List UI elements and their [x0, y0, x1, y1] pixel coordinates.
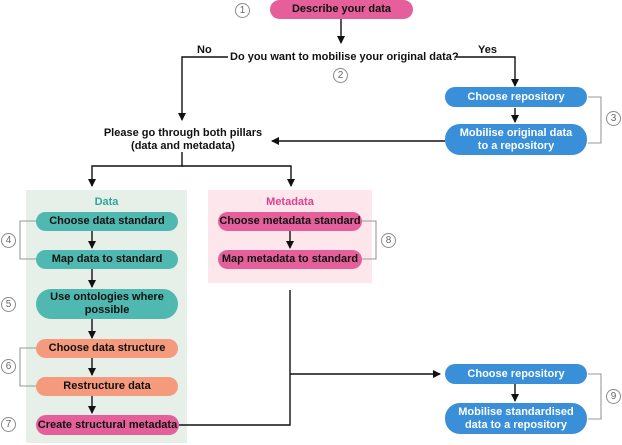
map-metadata-to-standard-node[interactable]: Map metadata to standard	[218, 250, 362, 269]
step-8-marker: 8	[381, 233, 396, 248]
connector-pillars-split-right	[182, 165, 295, 187]
use-ontologies-line-2: possible	[84, 304, 130, 316]
arrow-no-branch	[178, 56, 228, 121]
step-4-marker: 4	[1, 233, 16, 248]
both-pillars-line-2: (data and metadata)	[131, 140, 235, 152]
choose-metadata-standard-node[interactable]: Choose metadata standard	[218, 212, 362, 231]
use-ontologies-line-1: Use ontologies where	[50, 291, 164, 303]
describe-data-node[interactable]: Describe your data	[270, 0, 413, 19]
metadata-pillar-title: Metadata	[266, 196, 314, 208]
mobilise-standardised-line-2: data to a repository	[464, 418, 568, 431]
step-2-marker: 2	[333, 68, 348, 83]
step-5-marker: 5	[1, 297, 16, 312]
data-pillar-title: Data	[94, 196, 119, 208]
restructure-data-node[interactable]: Restructure data	[36, 377, 178, 396]
connector-structural-to-merge	[179, 290, 291, 426]
mobilise-standardised-line-1: Mobilise standardised	[458, 405, 574, 418]
both-pillars-instruction: Please go through both pillars (data and…	[97, 127, 269, 153]
bracket-step-8	[362, 220, 377, 260]
choose-data-structure-node[interactable]: Choose data structure	[36, 339, 178, 358]
step-1-marker: 1	[235, 3, 250, 18]
no-label: No	[197, 44, 212, 56]
mobilise-original-line-2: to a repository	[477, 139, 555, 152]
step-9-marker: 9	[606, 389, 621, 404]
step-7-marker: 7	[1, 417, 16, 432]
bracket-step-6	[19, 347, 37, 387]
bracket-step-9	[588, 373, 602, 420]
mobilise-standardised-node[interactable]: Mobilise standardised data to a reposito…	[445, 403, 587, 434]
arrow-yes-branch	[456, 56, 519, 87]
step-3-marker: 3	[606, 111, 621, 126]
bracket-step-4	[19, 220, 37, 260]
choose-data-standard-node[interactable]: Choose data standard	[36, 212, 178, 231]
choose-repository-top-node[interactable]: Choose repository	[445, 87, 587, 107]
map-data-to-standard-node[interactable]: Map data to standard	[36, 250, 178, 269]
yes-label: Yes	[478, 44, 497, 56]
mobilise-original-line-1: Mobilise original data	[459, 126, 573, 139]
bracket-step-3	[588, 96, 602, 144]
create-structural-metadata-node[interactable]: Create structural metadata	[36, 415, 179, 435]
connector-pillars-split	[88, 152, 183, 187]
choose-repository-bottom-node[interactable]: Choose repository	[445, 364, 587, 384]
use-ontologies-node[interactable]: Use ontologies where possible	[36, 289, 178, 319]
both-pillars-line-1: Please go through both pillars	[103, 127, 263, 139]
step-6-marker: 6	[1, 359, 16, 374]
mobilise-question: Do you want to mobilise your original da…	[230, 51, 459, 63]
mobilise-original-node[interactable]: Mobilise original data to a repository	[445, 124, 587, 155]
